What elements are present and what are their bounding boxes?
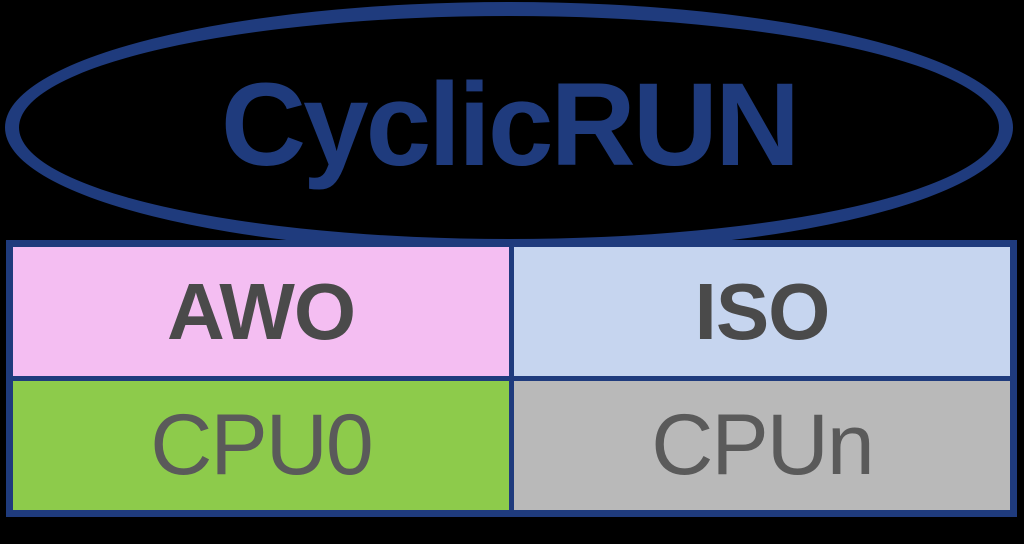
- cpu0-cell: CPU0: [13, 381, 509, 510]
- awo-mode-cell: AWO: [13, 247, 509, 376]
- cyclicrun-title: CyclicRUN: [220, 58, 800, 191]
- cpun-cell: CPUn: [514, 381, 1010, 510]
- iso-mode-cell: ISO: [514, 247, 1010, 376]
- mode-cpu-table: AWO ISO CPU0 CPUn: [6, 240, 1017, 517]
- cyclicrun-ellipse: CyclicRUN: [5, 2, 1013, 253]
